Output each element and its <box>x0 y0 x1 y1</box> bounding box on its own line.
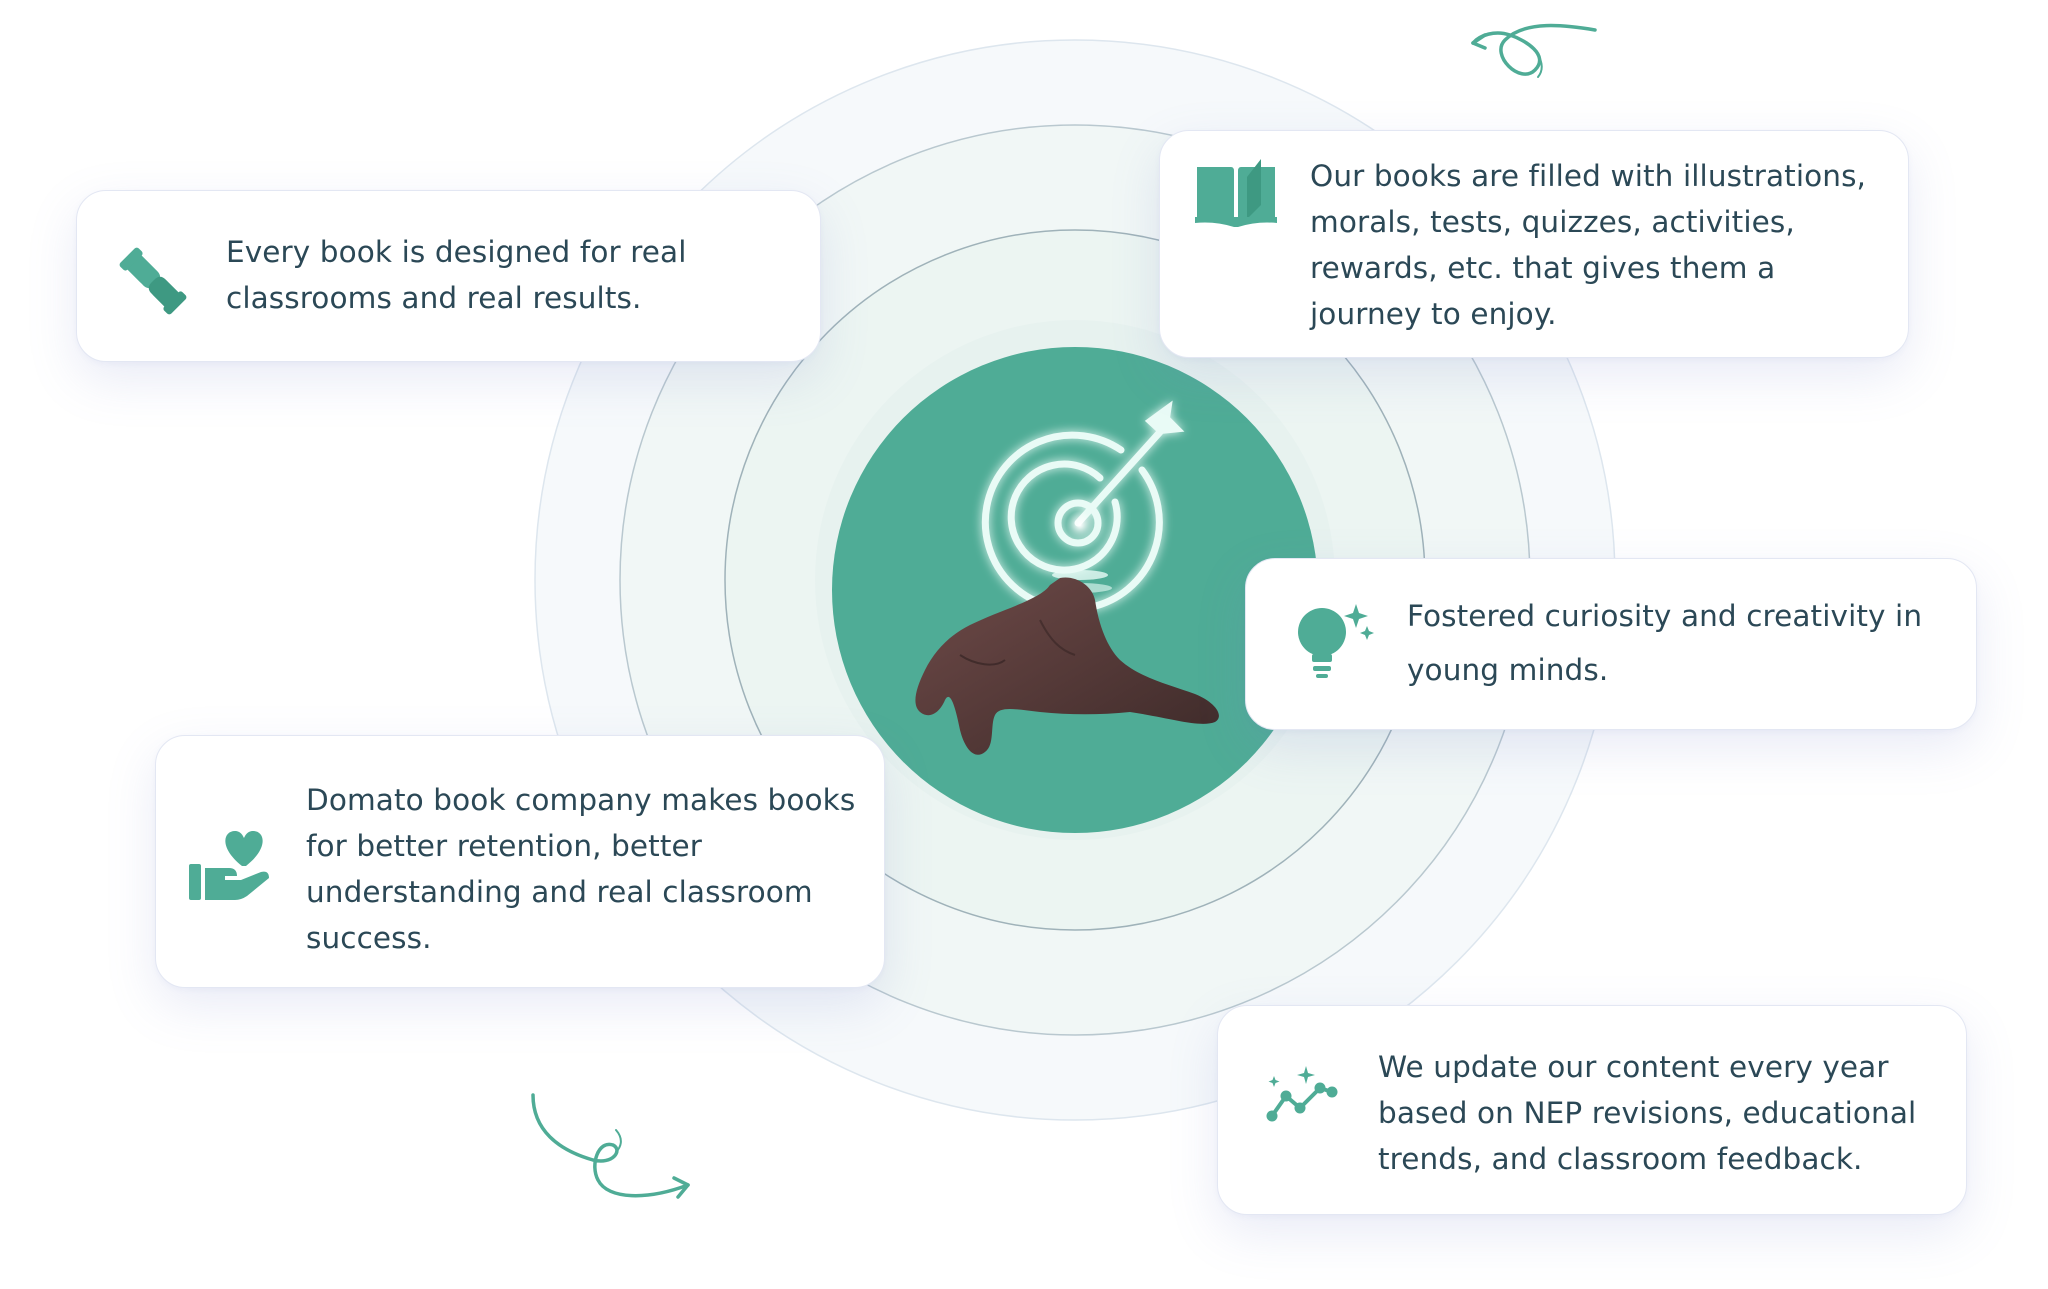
feature-card-real-results: Every book is designed for real classroo… <box>76 190 821 362</box>
curly-arrow-bottom-icon <box>531 1093 690 1199</box>
feature-text: Domato book company makes books for bett… <box>306 783 856 955</box>
feature-text: Every book is designed for real classroo… <box>226 235 687 315</box>
lightbulb-icon <box>1298 604 1374 678</box>
handshake-icon <box>119 247 187 315</box>
trend-sparkle-icon <box>1266 1066 1338 1122</box>
feature-text: We update our content every year based o… <box>1378 1050 1917 1176</box>
feature-card-nep-updates: We update our content every year based o… <box>1217 1005 1967 1215</box>
feature-card-curiosity: Fostered curiosity and creativity in you… <box>1245 558 1977 730</box>
feature-card-retention: Domato book company makes books for bett… <box>155 735 885 988</box>
feature-text: Our books are filled with illustrations,… <box>1310 159 1867 331</box>
open-book-icon <box>1195 159 1277 227</box>
curly-arrow-top-icon <box>1471 23 1597 78</box>
heart-hand-icon <box>189 831 269 900</box>
feature-card-illustrations: Our books are filled with illustrations,… <box>1159 130 1909 358</box>
feature-text: Fostered curiosity and creativity in you… <box>1407 599 1923 687</box>
